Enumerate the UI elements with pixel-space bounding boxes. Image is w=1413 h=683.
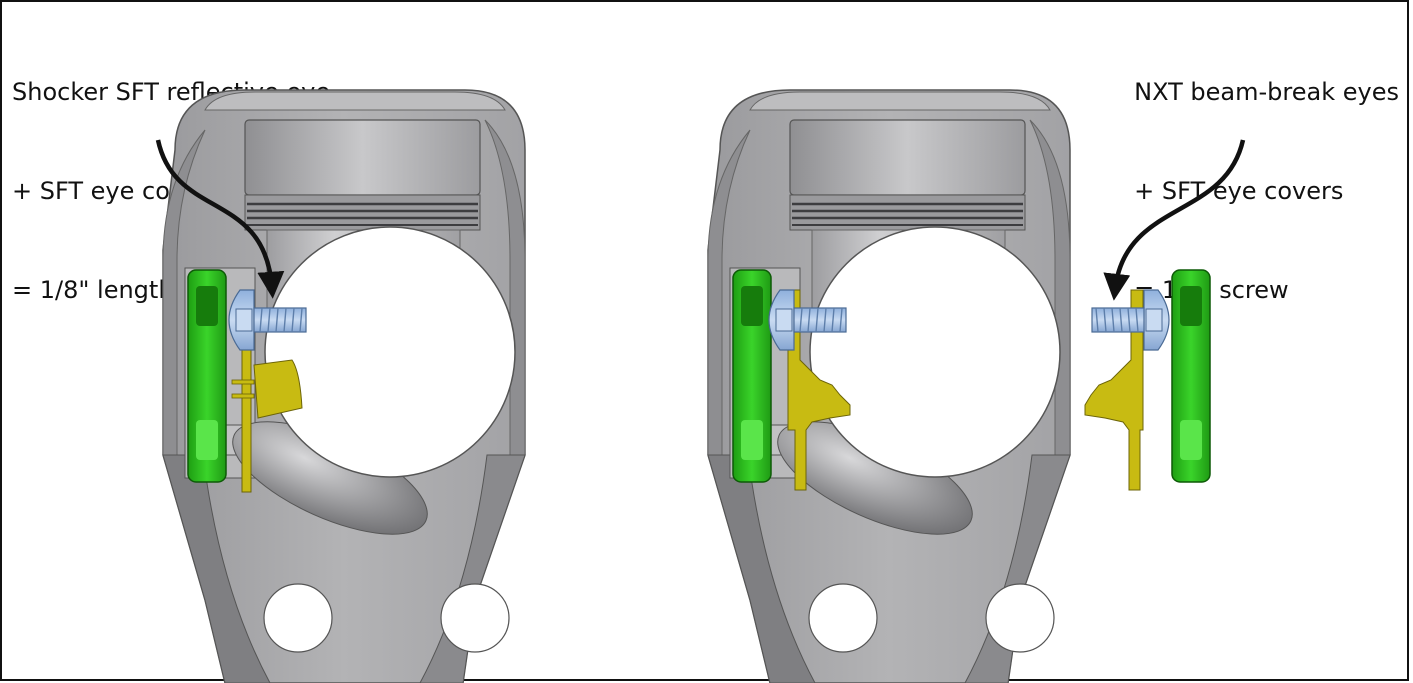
right-sensor-board-right-icon bbox=[1084, 289, 1144, 491]
left-sensor-board-icon bbox=[231, 299, 303, 493]
right-assembly bbox=[706, 88, 1246, 683]
right-eye-cover-left-icon bbox=[732, 269, 772, 483]
right-caption-line-1: NXT beam-break eyes bbox=[1134, 78, 1399, 106]
right-curved-arrow-icon bbox=[1103, 139, 1246, 301]
right-eye-cover-right-icon bbox=[1171, 269, 1211, 483]
left-assembly bbox=[155, 88, 527, 683]
left-eye-cover-icon bbox=[187, 269, 227, 483]
right-caption-line-2: + SFT eye covers bbox=[1134, 177, 1344, 205]
right-sensor-board-left-icon bbox=[787, 289, 851, 491]
left-curved-arrow-icon bbox=[155, 139, 285, 299]
